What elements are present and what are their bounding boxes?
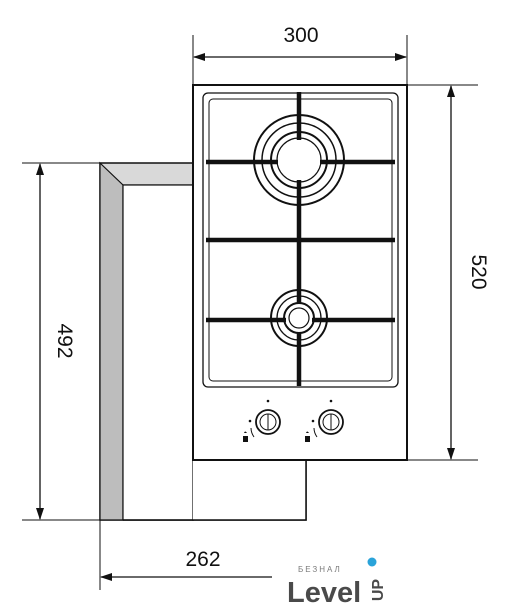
cutout-width-label: 262 — [185, 548, 220, 571]
control-knob-left — [243, 399, 281, 442]
brand-name: Level — [287, 577, 361, 609]
cutout-depth-label: 492 — [53, 323, 76, 358]
control-knob-right — [305, 399, 344, 442]
brand-dot-icon — [367, 557, 377, 567]
brand-caption: БЕЗНАЛ — [298, 565, 342, 574]
cutout-niche — [99, 161, 307, 521]
depth-label: 520 — [467, 254, 490, 289]
dimension-cutout-width: 262 — [99, 520, 272, 590]
dimension-cutout-depth: 492 — [22, 162, 100, 521]
dimension-depth: 520 — [407, 84, 490, 461]
large-burner — [253, 114, 345, 206]
flame-symbol-icon — [305, 431, 310, 442]
small-burner — [270, 289, 328, 347]
brand-suffix: UP — [370, 579, 387, 602]
dimension-width: 300 — [192, 24, 408, 85]
gas-hob — [192, 84, 408, 461]
flame-symbol-icon — [243, 431, 248, 442]
width-label: 300 — [283, 24, 318, 47]
brand-logo: БЕЗНАЛ Level UP — [287, 557, 387, 609]
